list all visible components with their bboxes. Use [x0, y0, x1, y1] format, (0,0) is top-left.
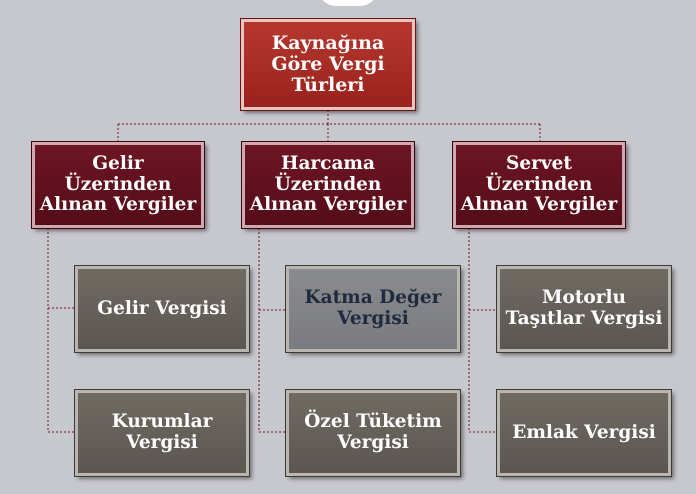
top-edge-arc	[318, 0, 378, 6]
category-harcama: Harcama Üzerinden Alınan Vergiler	[241, 141, 415, 229]
leaf-gelir-vergisi: Gelir Vergisi	[74, 265, 250, 353]
leaf-label: Katma Değer Vergisi	[304, 287, 442, 329]
leaf-motorlu-tasitlar-vergisi: Motorlu Taşıtlar Vergisi	[496, 265, 672, 353]
leaf-kurumlar-vergisi: Kurumlar Vergisi	[74, 389, 250, 477]
leaf-ozel-tuketim-vergisi: Özel Tüketim Vergisi	[285, 389, 461, 477]
leaf-katma-deger-vergisi: Katma Değer Vergisi	[285, 265, 461, 353]
category-servet: Servet Üzerinden Alınan Vergiler	[452, 141, 626, 229]
category-harcama-label: Harcama Üzerinden Alınan Vergiler	[249, 152, 407, 216]
leaf-label: Motorlu Taşıtlar Vergisi	[505, 287, 663, 329]
leaf-label: Emlak Vergisi	[512, 421, 656, 443]
root-node-label: Kaynağına Göre Vergi Türleri	[271, 31, 385, 97]
category-gelir-label: Gelir Üzerinden Alınan Vergiler	[39, 152, 197, 216]
leaf-label: Özel Tüketim Vergisi	[304, 411, 442, 453]
leaf-label: Gelir Vergisi	[97, 297, 227, 319]
root-node: Kaynağına Göre Vergi Türleri	[240, 18, 416, 111]
category-gelir: Gelir Üzerinden Alınan Vergiler	[31, 141, 205, 229]
leaf-emlak-vergisi: Emlak Vergisi	[496, 389, 672, 477]
category-servet-label: Servet Üzerinden Alınan Vergiler	[460, 152, 618, 216]
leaf-label: Kurumlar Vergisi	[111, 411, 213, 453]
